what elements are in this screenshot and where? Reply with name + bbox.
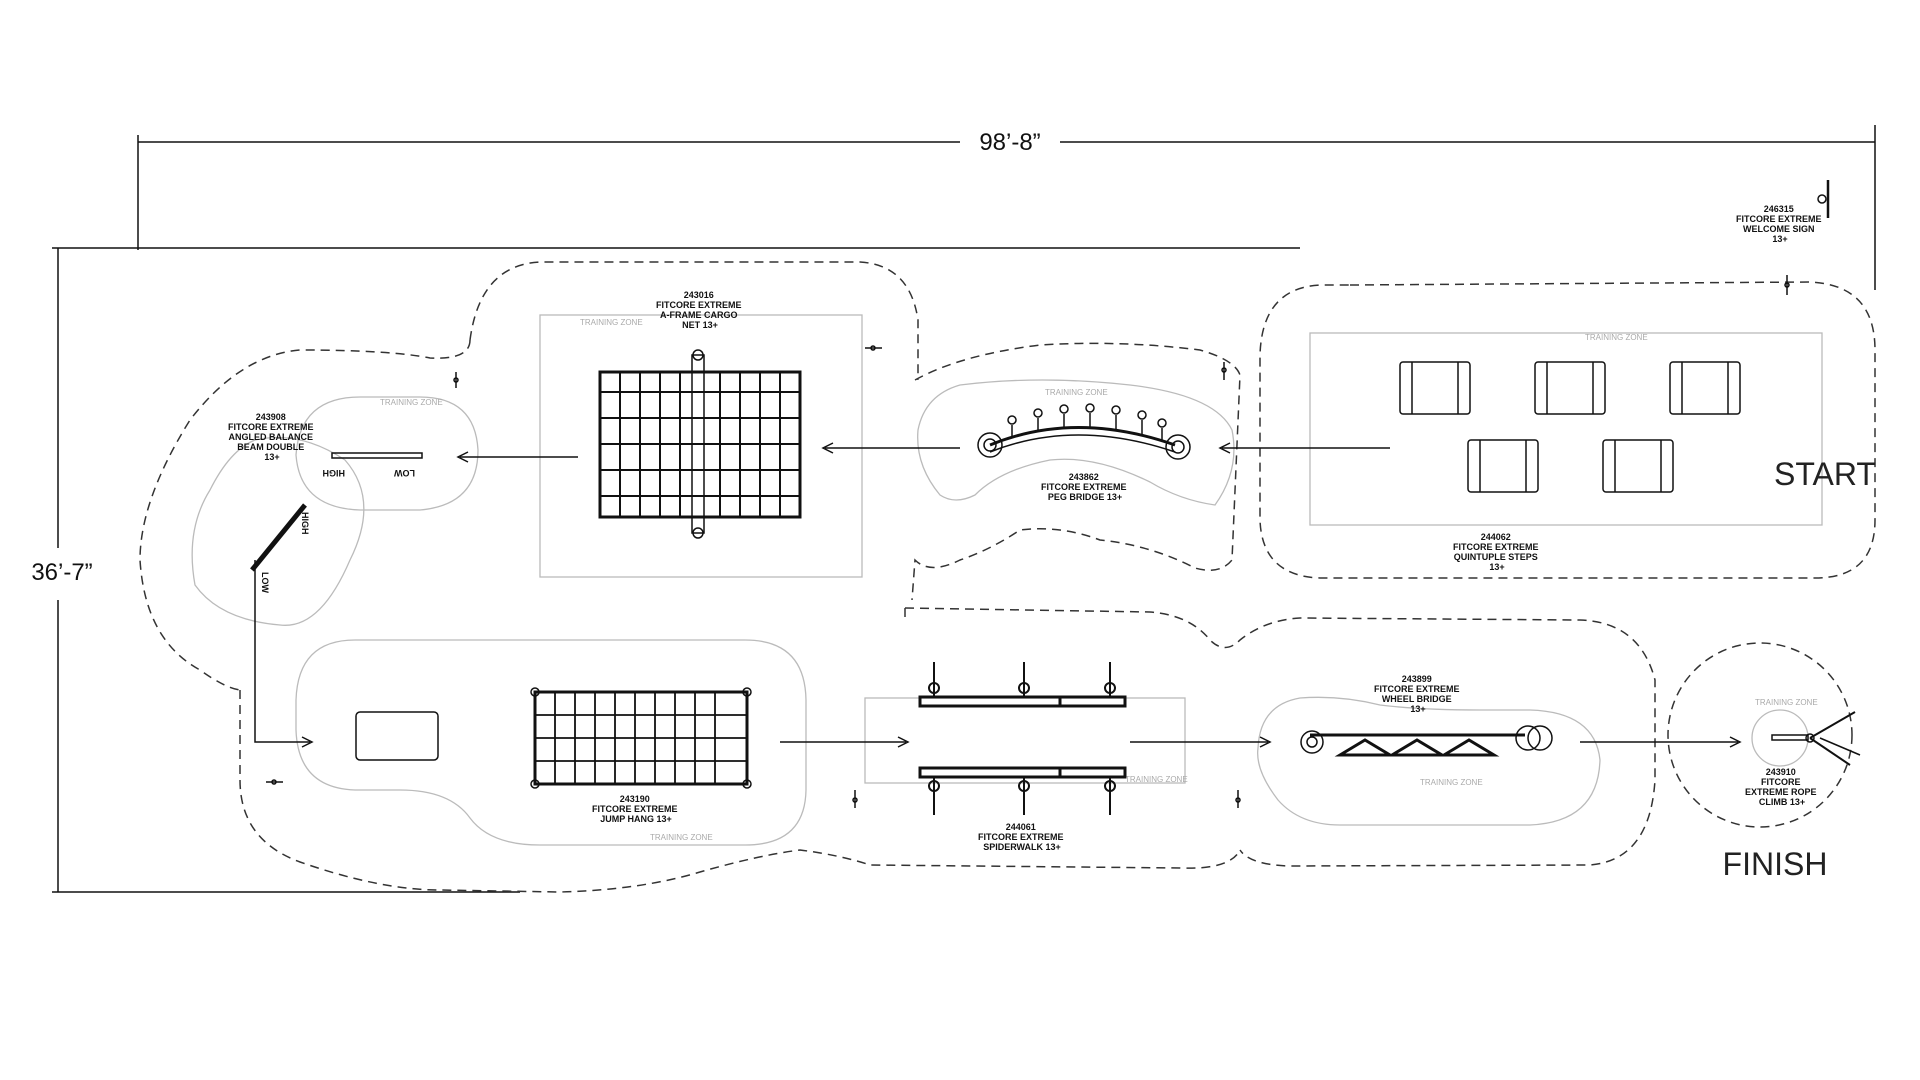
zone-label-peg: TRAINING ZONE bbox=[1045, 388, 1108, 397]
jump-hang-equipment bbox=[355, 687, 752, 789]
zone-label-spider: TRAINING ZONE bbox=[1125, 775, 1188, 784]
angled-balance-beam-equipment bbox=[250, 452, 423, 572]
welcome-sign-icon bbox=[1817, 180, 1830, 218]
zone-label-wheel: TRAINING ZONE bbox=[1420, 778, 1483, 787]
beam-high-label-2: HIGH bbox=[300, 512, 310, 535]
width-dimension: 98’-8” bbox=[137, 125, 1876, 290]
welcome-sign-label: 246315 FITCORE EXTREME WELCOME SIGN 13+ bbox=[1736, 204, 1824, 244]
wheel-bridge-label: 243899 FITCORE EXTREME WHEEL BRIDGE 13+ bbox=[1374, 674, 1462, 714]
wheel-bridge-equipment bbox=[1300, 725, 1553, 757]
a-frame-cargo-net-equipment bbox=[598, 349, 802, 539]
zone-label-steps: TRAINING ZONE bbox=[1585, 333, 1648, 342]
rope-climb-label: 243910 FITCORE EXTREME ROPE CLIMB 13+ bbox=[1745, 767, 1819, 807]
peg-bridge-equipment bbox=[977, 403, 1191, 460]
quintuple-steps-label: 244062 FITCORE EXTREME QUINTUPLE STEPS 1… bbox=[1453, 532, 1541, 572]
height-dimension-label: 36’-7” bbox=[31, 559, 92, 586]
zone-label-rope: TRAINING ZONE bbox=[1755, 698, 1818, 707]
a-frame-cargo-label: 243016 FITCORE EXTREME A-FRAME CARGO NET… bbox=[656, 290, 744, 330]
beam-low-label-2: LOW bbox=[260, 572, 270, 593]
jump-hang-label: 243190 FITCORE EXTREME JUMP HANG 13+ bbox=[592, 794, 680, 824]
training-zones: TRAINING ZONE TRAINING ZONE TRAINING ZON… bbox=[191, 314, 1823, 846]
width-dimension-label: 98’-8” bbox=[979, 129, 1040, 156]
beam-high-label: HIGH bbox=[323, 468, 346, 478]
angled-balance-label: 243908 FITCORE EXTREME ANGLED BALANCE BE… bbox=[228, 412, 316, 462]
spiderwalk-label: 244061 FITCORE EXTREME SPIDERWALK 13+ bbox=[978, 822, 1066, 852]
zone-label-jump: TRAINING ZONE bbox=[650, 833, 713, 842]
spiderwalk-equipment bbox=[918, 662, 1127, 815]
safety-boundaries bbox=[139, 261, 1876, 893]
rope-climb-equipment bbox=[1771, 711, 1861, 766]
zone-label-cargo: TRAINING ZONE bbox=[580, 318, 643, 327]
peg-bridge-label: 243862 FITCORE EXTREME PEG BRIDGE 13+ bbox=[1041, 472, 1129, 502]
height-dimension: 36’-7” bbox=[31, 247, 1300, 893]
finish-marker: FINISH bbox=[1723, 846, 1828, 882]
zone-label-beam: TRAINING ZONE bbox=[380, 398, 443, 407]
quintuple-steps-equipment bbox=[1399, 361, 1741, 493]
flow-arrows bbox=[254, 442, 1742, 748]
boundary-posts bbox=[266, 275, 1790, 808]
beam-low-label: LOW bbox=[394, 468, 415, 478]
start-marker: START bbox=[1774, 456, 1876, 492]
